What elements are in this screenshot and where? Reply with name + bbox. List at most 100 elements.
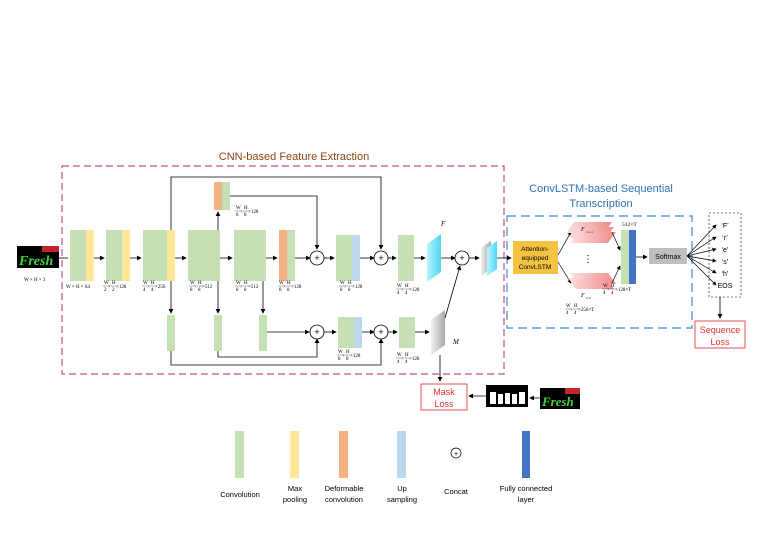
deform-block-top — [214, 182, 222, 210]
output-char-0: ‘F’ — [721, 223, 729, 230]
dim-12-den: 4 — [566, 311, 569, 316]
gt-word: Fresh — [541, 394, 574, 409]
dim-6-c: ×128 — [291, 285, 302, 290]
dim-4: W 8 × H 8 ×512 — [189, 281, 213, 293]
conv-branch-1 — [167, 315, 175, 351]
legend-upsample-label-2: sampling — [387, 495, 417, 504]
softmax-block — [649, 248, 687, 264]
ft-minus-label: F — [580, 227, 585, 233]
dim-11: W 4 × H 4 ×128 — [396, 353, 420, 365]
concat-3-plus: + — [459, 253, 464, 263]
dim-12-c: ×256×T — [578, 308, 594, 313]
conv-block-5a — [234, 230, 242, 281]
ground-truth-word-image: Fresh — [540, 388, 580, 409]
dim-6-den2: 8 — [287, 288, 290, 293]
dim-5-w: W — [236, 281, 241, 286]
conv-block-8a — [336, 235, 344, 281]
conv-block-3a — [143, 230, 151, 281]
dim-5-h: H — [244, 281, 248, 286]
conv-block-top — [222, 182, 230, 210]
pool-block-2 — [122, 230, 130, 281]
dim-10: W 8 × H 8 ×128 — [337, 350, 361, 362]
conv-branch-3 — [259, 315, 267, 351]
dim-9-h: H — [405, 284, 409, 289]
dim-9: W 4 × H 4 ×128 — [396, 284, 420, 296]
ground-truth-mask-image — [486, 385, 528, 407]
conv-block-4a — [188, 230, 196, 281]
dim-4-den2: 8 — [198, 288, 201, 293]
dim-10-den: 8 — [338, 357, 341, 362]
dim-8-w: W — [340, 281, 345, 286]
svg-text:×: × — [401, 357, 404, 362]
softmax-output-arrows — [686, 224, 717, 286]
output-char-4: ‘h’ — [721, 271, 728, 278]
sequence-loss-line1: Sequence — [700, 325, 741, 335]
legend-pool-label-1: Max — [288, 484, 302, 493]
conv-block-2a — [106, 230, 114, 281]
legend-fc-label-1: Fully connected — [500, 484, 553, 493]
dim-9-w: W — [397, 284, 402, 289]
dim-5: W 8 × H 8 ×512 — [235, 281, 259, 293]
cnn-title: CNN-based Feature Extraction — [219, 151, 369, 163]
dim-5-den: 8 — [236, 288, 239, 293]
dim-4-w: W — [190, 281, 195, 286]
conv-block-11a — [399, 317, 407, 348]
conv-block-6 — [287, 230, 295, 281]
dim-4-den: 8 — [190, 288, 193, 293]
legend-fc-label-2: layer — [518, 495, 535, 504]
dim-8-c: ×128 — [352, 285, 363, 290]
conv-block-4b — [196, 230, 204, 281]
mask-loss-line2: Loss — [434, 399, 454, 409]
f-label: F — [440, 220, 446, 228]
conv-block-3b — [151, 230, 159, 281]
conv-block-3c — [159, 230, 167, 281]
hidden-states-bottom — [568, 273, 616, 289]
dim-3-c: ×256 — [155, 285, 166, 290]
mask-map-m — [431, 310, 445, 355]
dim-10-den2: 8 — [346, 357, 349, 362]
mask-loss-box — [420, 383, 468, 411]
upsample-block-10 — [354, 317, 362, 348]
output-char-5: EOS — [718, 283, 733, 290]
output-char-1: ‘r’ — [722, 235, 728, 242]
dim-2-c: ×128 — [116, 285, 127, 290]
dim-4-h: H — [198, 281, 202, 286]
svg-text:×: × — [147, 285, 150, 290]
dim-1: W × H × 64 — [66, 285, 90, 290]
conv-block-2b — [114, 230, 122, 281]
conv-block-10a — [338, 317, 346, 348]
conv-block-10b — [346, 317, 354, 348]
legend-conv-swatch — [235, 431, 244, 478]
skip-connection-long — [170, 176, 384, 250]
top-branch-to-concat — [230, 195, 320, 250]
dim-7-c: ×128 — [248, 210, 259, 215]
dim-6-w: W — [279, 281, 284, 286]
lstm-to-bottom — [557, 261, 572, 284]
conv-block-5b — [242, 230, 250, 281]
attention-line2: equipped — [522, 255, 549, 262]
dim-2-w: W — [104, 281, 109, 286]
legend-concat-label: Concat — [444, 487, 469, 496]
ft-minus-sub: t=t-1 — [586, 230, 593, 234]
svg-text:×: × — [108, 285, 111, 290]
dim-7-den: 8 — [236, 213, 239, 218]
dim-7-h: H — [244, 206, 248, 211]
sequence-loss-box — [694, 320, 746, 349]
dim-10-h: H — [346, 350, 350, 355]
dim-3-h: H — [151, 281, 155, 286]
conv-block-4c — [204, 230, 212, 281]
dim-6-h: H — [287, 281, 291, 286]
dim-11-den: 4 — [397, 360, 400, 365]
input-image: Fresh — [17, 246, 59, 269]
bottom-to-conv — [611, 265, 621, 284]
hidden-states-top — [566, 222, 616, 243]
ft0-label: F — [580, 293, 585, 299]
cnn-section-frame — [61, 165, 505, 375]
dim-8-h: H — [348, 281, 352, 286]
output-char-3: ‘s’ — [722, 259, 729, 266]
top-to-conv — [611, 231, 621, 251]
dim-13-h: H — [611, 284, 615, 289]
m-to-concat — [444, 265, 462, 319]
legend-conv-label: Convolution — [220, 490, 260, 499]
